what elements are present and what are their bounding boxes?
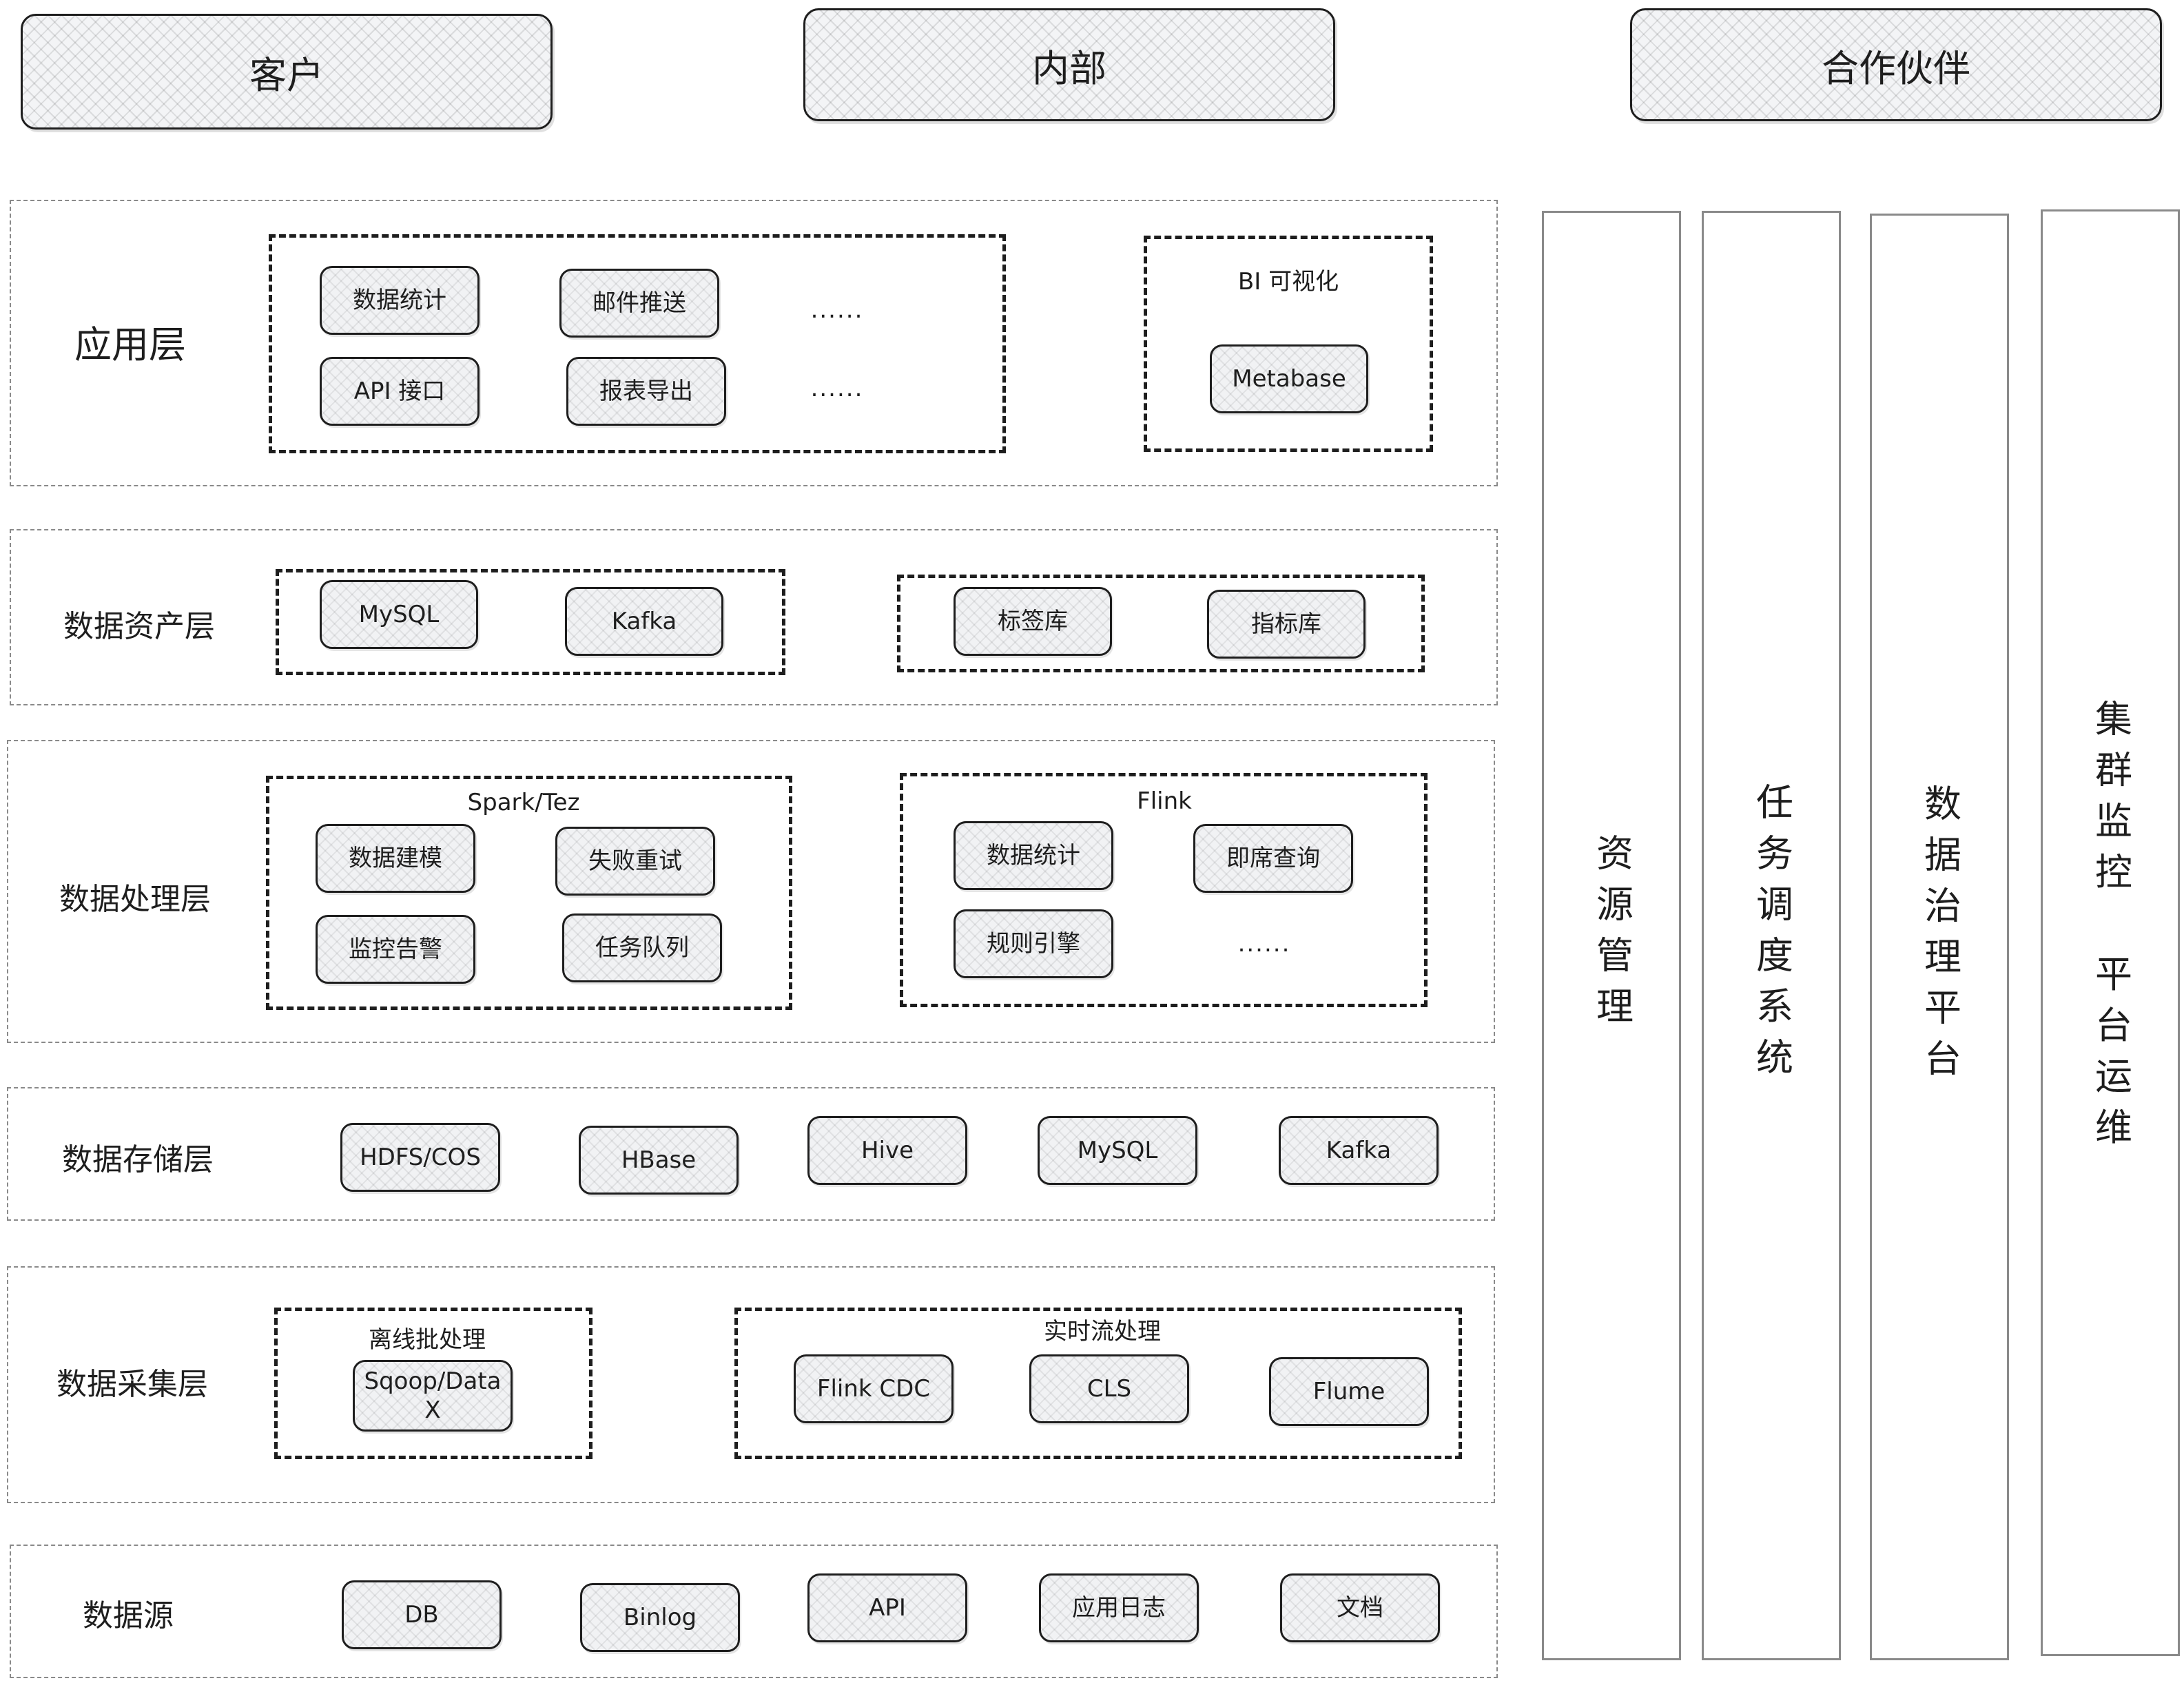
batch-processing-title: 离线批处理 xyxy=(369,1325,486,1354)
source-node-document: 文档 xyxy=(1280,1573,1440,1642)
storage-node-hdfs-cos: HDFS/COS xyxy=(340,1123,500,1192)
batch-node-sqoop-datax: Sqoop/Data X xyxy=(353,1360,513,1432)
storage-node-hive: Hive xyxy=(807,1116,967,1185)
spark-node-retry: 失败重试 xyxy=(555,827,715,896)
side-bar-cluster-monitoring-label: 集群监控 平台运维 xyxy=(2088,699,2132,1159)
app-node-report-export: 报表导出 xyxy=(566,357,726,426)
bi-visualization-title: BI 可视化 xyxy=(1237,267,1339,296)
layer-data-asset-label: 数据资产层 xyxy=(63,609,215,644)
actor-partner-label: 合作伙伴 xyxy=(1822,46,1970,90)
flink-group xyxy=(900,773,1428,1007)
asset-node-mysql: MySQL xyxy=(320,580,478,649)
app-node-api: API 接口 xyxy=(320,357,480,426)
storage-node-hbase: HBase xyxy=(579,1126,739,1195)
side-bar-data-governance: 数据治理平台 xyxy=(1870,214,2009,1660)
asset-node-metric-lib: 指标库 xyxy=(1207,590,1366,659)
asset-group-tags xyxy=(897,575,1425,672)
layer-data-processing-label: 数据处理层 xyxy=(59,882,211,917)
flink-more: ...... xyxy=(1237,930,1291,958)
flink-node-adhoc-query: 即席查询 xyxy=(1193,824,1353,893)
layer-data-storage-label: 数据存储层 xyxy=(62,1142,214,1177)
asset-node-tag-lib: 标签库 xyxy=(954,587,1112,656)
app-more-2: ...... xyxy=(810,375,864,402)
app-node-email-push: 邮件推送 xyxy=(559,269,719,338)
stream-processing-title: 实时流处理 xyxy=(1044,1317,1161,1345)
flink-node-statistics: 数据统计 xyxy=(954,821,1113,890)
source-node-app-log: 应用日志 xyxy=(1039,1573,1199,1642)
layer-data-source-label: 数据源 xyxy=(83,1598,174,1633)
stream-node-flume: Flume xyxy=(1269,1357,1429,1426)
actor-internal-label: 内部 xyxy=(1032,46,1106,90)
spark-node-modeling: 数据建模 xyxy=(316,824,475,893)
side-bar-resource-management-label: 资源管理 xyxy=(1589,834,1634,1037)
layer-data-processing xyxy=(7,740,1495,1043)
storage-node-kafka: Kafka xyxy=(1279,1116,1439,1185)
layer-data-collection-label: 数据采集层 xyxy=(56,1367,208,1402)
side-bar-task-scheduling: 任务调度系统 xyxy=(1702,211,1841,1660)
asset-node-kafka: Kafka xyxy=(565,587,723,656)
side-bar-task-scheduling-label: 任务调度系统 xyxy=(1749,783,1793,1088)
actor-customer: 客户 xyxy=(21,14,553,130)
layer-application xyxy=(10,200,1498,486)
bi-visualization-group xyxy=(1144,236,1433,452)
stream-processing-group xyxy=(734,1308,1462,1459)
source-node-api: API xyxy=(807,1573,967,1642)
bi-node-metabase: Metabase xyxy=(1210,344,1368,413)
flink-title: Flink xyxy=(1137,787,1192,815)
actor-internal: 内部 xyxy=(803,8,1335,121)
app-node-statistics: 数据统计 xyxy=(320,266,480,335)
actor-customer-label: 客户 xyxy=(249,53,324,97)
storage-node-mysql: MySQL xyxy=(1038,1116,1197,1185)
stream-node-cls: CLS xyxy=(1029,1354,1189,1423)
actor-partner: 合作伙伴 xyxy=(1630,8,2162,121)
source-node-db: DB xyxy=(342,1580,502,1649)
app-more-1: ...... xyxy=(810,296,864,324)
side-bar-resource-management: 资源管理 xyxy=(1542,211,1681,1660)
batch-processing-group xyxy=(274,1308,593,1459)
source-node-binlog: Binlog xyxy=(580,1583,740,1652)
flink-node-rule-engine: 规则引擎 xyxy=(954,909,1113,978)
asset-group-storage xyxy=(276,569,785,675)
spark-node-task-queue: 任务队列 xyxy=(562,913,722,982)
stream-node-flink-cdc: Flink CDC xyxy=(794,1354,954,1423)
app-services-group xyxy=(269,234,1006,453)
spark-tez-title: Spark/Tez xyxy=(467,789,580,816)
layer-data-collection xyxy=(7,1266,1495,1503)
layer-data-storage xyxy=(7,1087,1495,1221)
side-bar-cluster-monitoring: 集群监控 平台运维 xyxy=(2041,209,2180,1656)
layer-data-asset xyxy=(10,529,1498,705)
layer-application-label: 应用层 xyxy=(74,322,186,366)
layer-data-source xyxy=(10,1545,1498,1678)
side-bar-data-governance-label: 数据治理平台 xyxy=(1917,784,1961,1090)
spark-node-alerting: 监控告警 xyxy=(316,915,475,984)
spark-tez-group xyxy=(266,776,792,1010)
